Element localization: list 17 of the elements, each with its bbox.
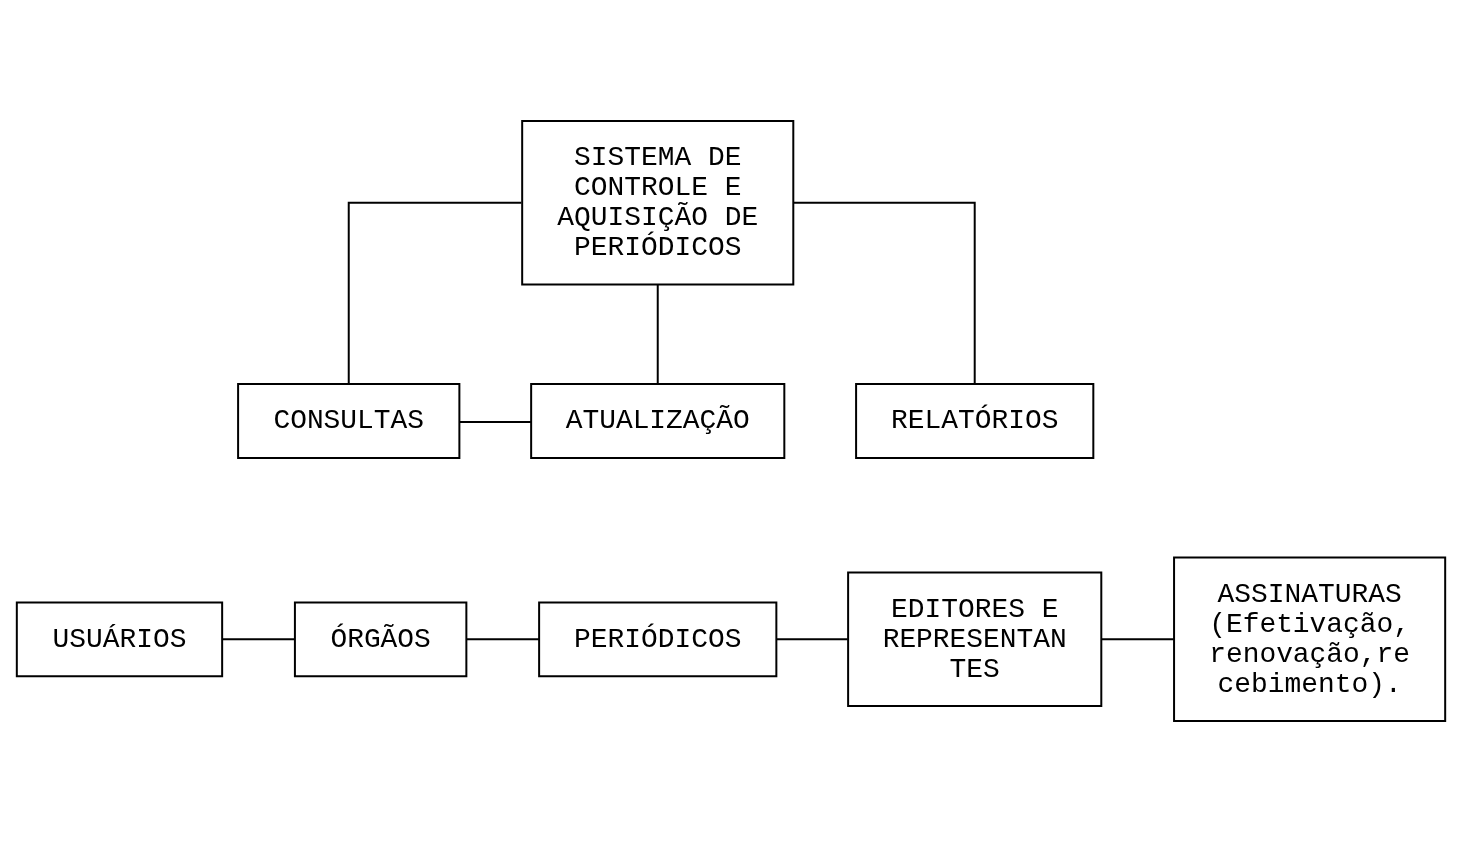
connector (793, 201, 976, 385)
connector (458, 421, 532, 423)
node-box: EDITORES E REPRESENTAN TES (847, 571, 1103, 708)
node-box: ÓRGÃOS (293, 601, 468, 678)
connector (221, 638, 296, 641)
connector (775, 638, 849, 641)
node-box: CONSULTAS (237, 383, 461, 459)
connector (347, 201, 523, 385)
connector (465, 638, 541, 641)
node-box: PERIÓDICOS (538, 601, 778, 678)
connector (656, 283, 659, 385)
node-box: RELATÓRIOS (855, 383, 1095, 459)
node-box: SISTEMA DE CONTROLE E AQUISIÇÃO DE PERIÓDICOS (521, 119, 795, 286)
node-box: USUÁRIOS (15, 601, 224, 678)
connector (1100, 638, 1175, 641)
node-box: ATUALIZAÇÃO (530, 383, 786, 459)
node-box: ASSINATURAS (Efetivação, renovação,re cebimento). (1173, 556, 1447, 723)
